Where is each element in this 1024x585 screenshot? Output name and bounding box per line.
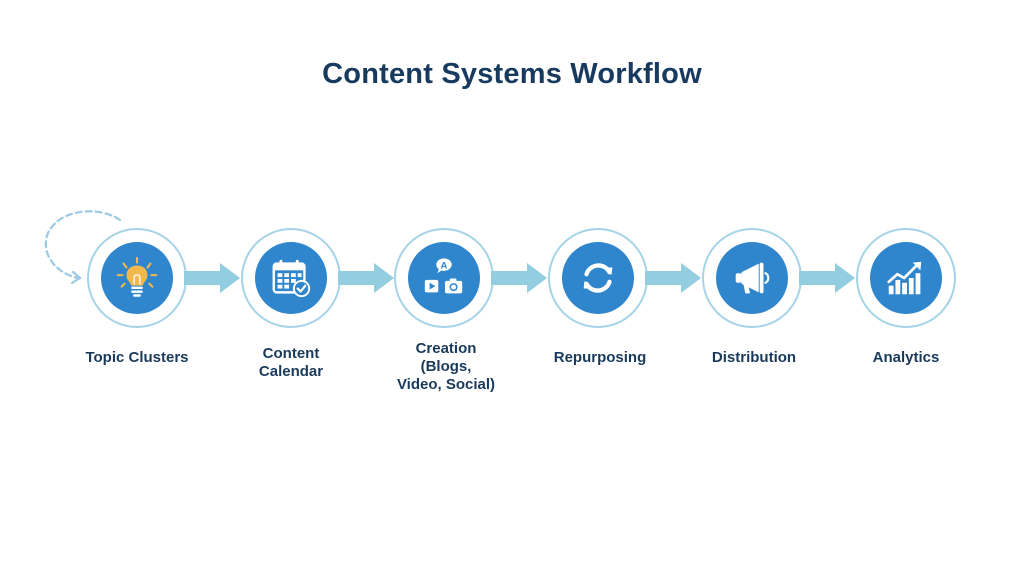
diagram-title: Content Systems Workflow bbox=[322, 58, 702, 90]
step-label-content-calendar: Content Calendar bbox=[211, 345, 371, 381]
refresh-icon bbox=[583, 263, 613, 293]
svg-text:A: A bbox=[441, 260, 448, 271]
step-disc bbox=[101, 242, 173, 314]
step-disc bbox=[870, 242, 942, 314]
label-line: Content bbox=[262, 345, 320, 362]
flow-arrow-3 bbox=[491, 263, 547, 293]
label-line: Repurposing bbox=[553, 349, 647, 366]
step-label-repurposing: Repurposing bbox=[520, 349, 680, 367]
label-line: Distribution bbox=[711, 349, 797, 366]
label-line: Video, Social) bbox=[396, 376, 496, 393]
flow-arrow-5 bbox=[799, 263, 855, 293]
step-label-analytics: Analytics bbox=[826, 349, 986, 367]
media-icon: A bbox=[424, 258, 463, 294]
step-disc bbox=[716, 242, 788, 314]
step-disc bbox=[255, 242, 327, 314]
label-line: Topic Clusters bbox=[85, 349, 189, 366]
lightbulb-icon bbox=[116, 256, 158, 297]
label-line: (Blogs, bbox=[420, 358, 472, 375]
chart-up-icon bbox=[887, 261, 922, 295]
step-repurposing bbox=[548, 228, 648, 328]
flow-arrow-4 bbox=[645, 263, 701, 293]
step-label-distribution: Distribution bbox=[674, 349, 834, 367]
step-creation: A bbox=[394, 228, 494, 328]
step-content-calendar bbox=[241, 228, 341, 328]
step-distribution bbox=[702, 228, 802, 328]
step-disc: A bbox=[408, 242, 480, 314]
loop-back-arrow bbox=[44, 210, 122, 285]
megaphone-icon bbox=[735, 262, 770, 294]
label-line: Analytics bbox=[872, 349, 940, 366]
step-topic-clusters bbox=[87, 228, 187, 328]
step-label-topic-clusters: Topic Clusters bbox=[57, 349, 217, 367]
label-line: Calendar bbox=[258, 363, 324, 380]
label-line: Creation bbox=[415, 340, 477, 357]
step-label-creation: Creation (Blogs, Video, Social) bbox=[366, 340, 526, 394]
flow-arrow-1 bbox=[184, 263, 240, 293]
step-analytics bbox=[856, 228, 956, 328]
calendar-check-icon bbox=[272, 259, 311, 298]
step-disc bbox=[562, 242, 634, 314]
flow-arrow-2 bbox=[338, 263, 394, 293]
